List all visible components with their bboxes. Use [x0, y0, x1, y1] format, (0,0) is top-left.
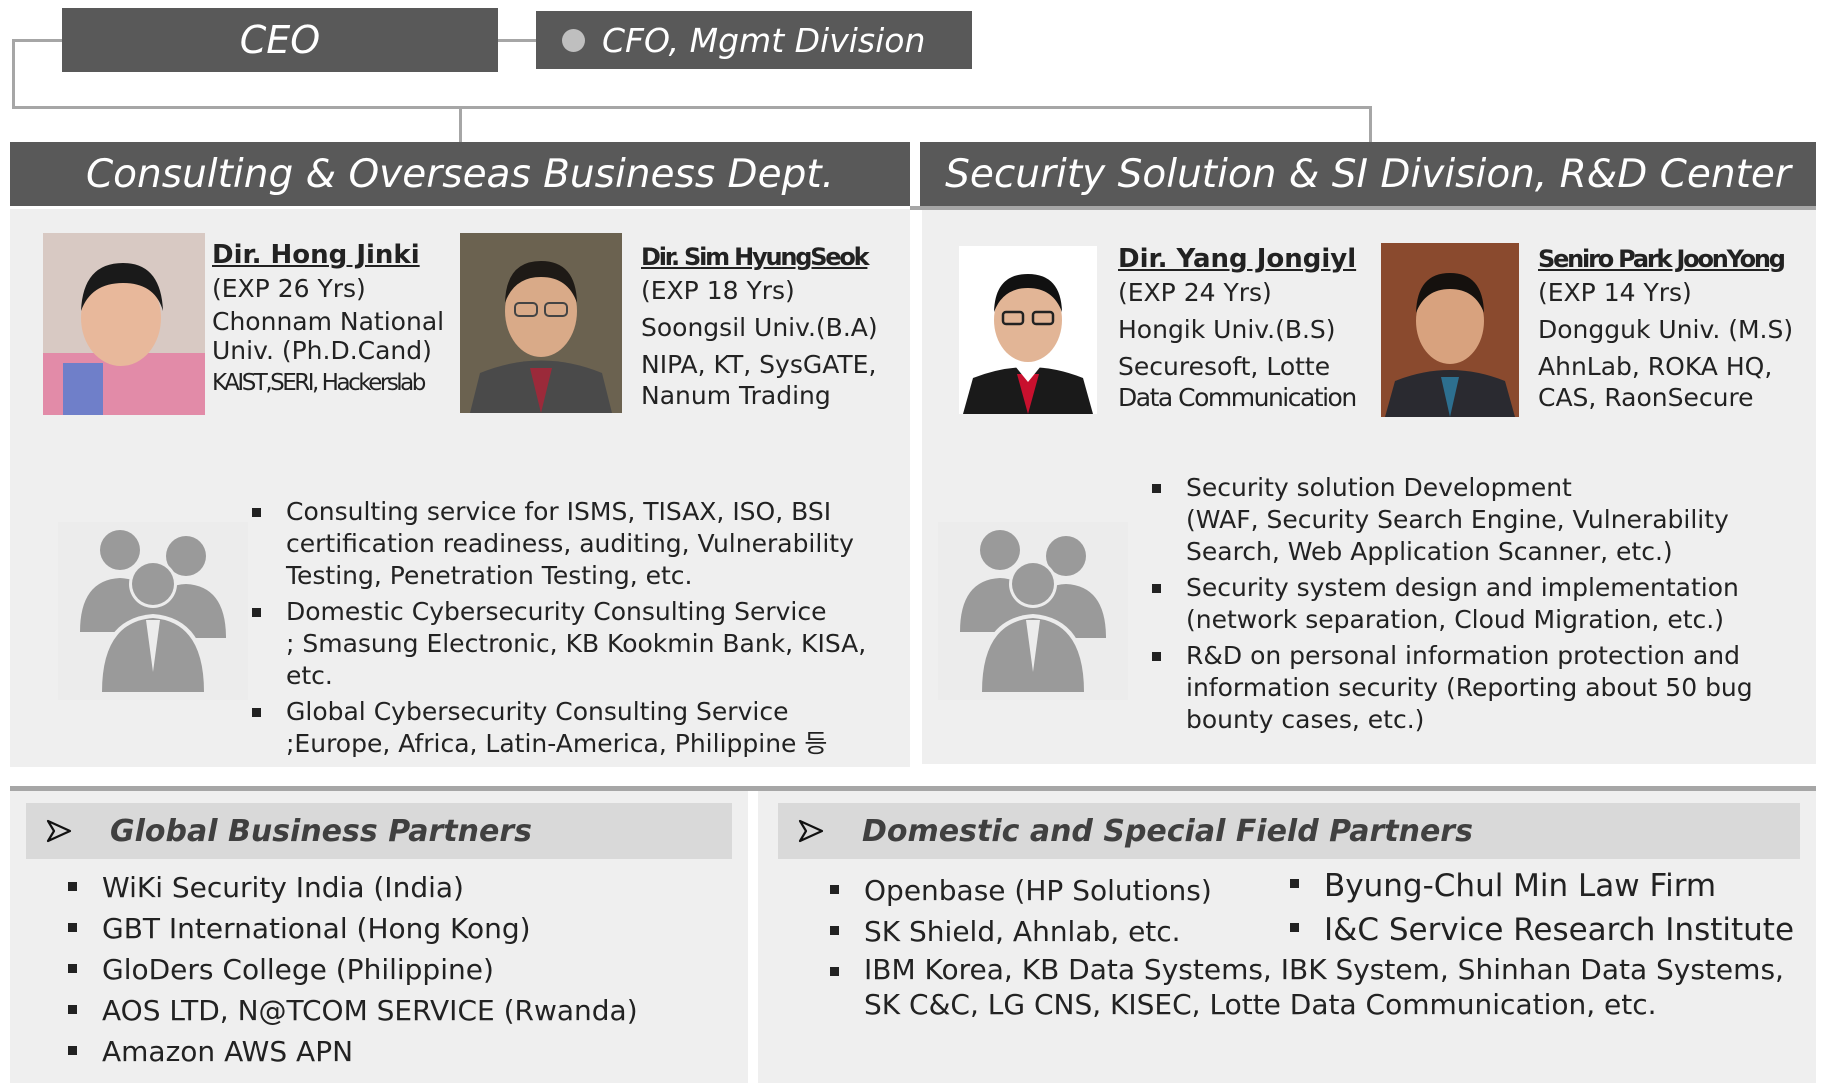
dept-header-consulting: Consulting & Overseas Business Dept.: [10, 142, 910, 206]
domestic-partners-wide: IBM Korea, KB Data Systems, IBK System, …: [828, 952, 1808, 1022]
person-detail: Hongik Univ.(B.S): [1118, 315, 1336, 344]
connector-ceo-left: [12, 39, 62, 42]
service-line: Domestic Cybersecurity Consulting Servic…: [286, 597, 827, 626]
partners-top-rule: [10, 786, 1816, 791]
person-card-yang-jongiyl: Dir. Yang Jongiyl (EXP 24 Yrs) Hongik Un…: [1118, 242, 1358, 415]
service-line: bounty cases, etc.): [1186, 705, 1425, 734]
domestic-partners-col2: Byung-Chul Min Law Firm I&C Service Rese…: [1288, 864, 1808, 952]
person-card-park-joonyong: Seniro Park JoonYong (EXP 14 Yrs) Donggu…: [1538, 242, 1808, 415]
connector-horizontal: [12, 106, 1372, 109]
services-list-security: Security solution Development (WAF, Secu…: [1150, 472, 1815, 740]
partner-line: SK C&C, LG CNS, KISEC, Lotte Data Commun…: [864, 988, 1657, 1021]
person-detail: (EXP 14 Yrs): [1538, 278, 1692, 307]
service-item: Domestic Cybersecurity Consulting Servic…: [250, 596, 910, 692]
person-name: Dir. Hong Jinki: [212, 240, 420, 270]
person-card-hong-jinki: Dir. Hong Jinki (EXP 26 Yrs) Chonnam Nat…: [212, 238, 452, 401]
service-line: Security solution Development: [1186, 473, 1572, 502]
arrow-bullet-icon: [46, 819, 72, 843]
cfo-label: CFO, Mgmt Division: [602, 20, 926, 60]
global-partners-list: WiKi Security India (India) GBT Internat…: [66, 867, 746, 1072]
service-item: Consulting service for ISMS, TISAX, ISO,…: [250, 496, 910, 592]
person-detail: (EXP 26 Yrs): [212, 274, 366, 303]
domestic-partners-col1: Openbase (HP Solutions) SK Shield, Ahnla…: [828, 870, 1268, 952]
photo-hong-jinki: [43, 233, 205, 415]
person-detail: AhnLab, ROKA HQ,: [1538, 352, 1773, 381]
dept-title-security: Security Solution & SI Division, R&D Cen…: [945, 151, 1791, 197]
service-line: Testing, Penetration Testing, etc.: [286, 561, 693, 590]
partner-item: SK Shield, Ahnlab, etc.: [828, 911, 1268, 952]
connector-dot-overlay: [562, 29, 585, 52]
dept-header-security: Security Solution & SI Division, R&D Cen…: [920, 142, 1816, 206]
service-line: Security system design and implementatio…: [1186, 573, 1739, 602]
service-line: (WAF, Security Search Engine, Vulnerabil…: [1186, 505, 1729, 534]
person-name: Seniro Park JoonYong: [1538, 245, 1786, 273]
photo-sim-hyungseok: [460, 233, 622, 413]
service-item: Security solution Development (WAF, Secu…: [1150, 472, 1815, 568]
domestic-partners-header: Domestic and Special Field Partners: [778, 803, 1800, 859]
person-detail: Chonnam National: [212, 307, 445, 336]
partner-item: GloDers College (Philippine): [66, 949, 746, 990]
service-line: (network separation, Cloud Migration, et…: [1186, 605, 1724, 634]
partner-item: Openbase (HP Solutions): [828, 870, 1268, 911]
arrow-bullet-icon: [798, 819, 824, 843]
service-line: information security (Reporting about 50…: [1186, 673, 1753, 702]
person-detail: Soongsil Univ.(B.A): [641, 313, 878, 342]
person-name: Dir. Yang Jongiyl: [1118, 244, 1357, 274]
partner-item: Amazon AWS APN: [66, 1031, 746, 1072]
global-partners-header: Global Business Partners: [26, 803, 732, 859]
partner-item: WiKi Security India (India): [66, 867, 746, 908]
photo-yang-jongiyl: [959, 246, 1097, 414]
partner-item: IBM Korea, KB Data Systems, IBK System, …: [828, 952, 1808, 1022]
cfo-box: CFO, Mgmt Division: [536, 11, 972, 69]
person-card-sim-hyungseok: Dir. Sim HyungSeok (EXP 18 Yrs) Soongsil…: [641, 240, 891, 413]
service-item: Global Cybersecurity Consulting Service …: [250, 696, 910, 760]
service-line: R&D on personal information protection a…: [1186, 641, 1740, 670]
person-detail: Dongguk Univ. (M.S): [1538, 315, 1794, 344]
connector-drop-right: [1369, 106, 1372, 142]
person-name: Dir. Sim HyungSeok: [641, 243, 870, 271]
services-list-consulting: Consulting service for ISMS, TISAX, ISO,…: [250, 496, 910, 764]
person-detail: Data Communication: [1118, 383, 1357, 412]
partner-line: IBM Korea, KB Data Systems, IBK System, …: [864, 953, 1784, 986]
ceo-box: CEO: [62, 8, 498, 72]
person-detail: (EXP 24 Yrs): [1118, 278, 1272, 307]
person-detail: Univ. (Ph.D.Cand): [212, 336, 432, 365]
service-line: ; Smasung Electronic, KB Kookmin Bank, K…: [286, 629, 867, 690]
person-detail: NIPA, KT, SysGATE,: [641, 350, 877, 379]
person-detail: Securesoft, Lotte: [1118, 352, 1331, 381]
person-detail: (EXP 18 Yrs): [641, 276, 795, 305]
person-detail: CAS, RaonSecure: [1538, 383, 1754, 412]
team-group-icon: [938, 522, 1128, 700]
partner-item: GBT International (Hong Kong): [66, 908, 746, 949]
photo-park-joonyong: [1381, 243, 1519, 417]
ceo-label: CEO: [239, 18, 321, 62]
dept-title-consulting: Consulting & Overseas Business Dept.: [85, 151, 835, 197]
partner-item: AOS LTD, N@TCOM SERVICE (Rwanda): [66, 990, 746, 1031]
connector-left-vertical: [12, 39, 15, 109]
connector-drop-left: [459, 106, 462, 142]
person-detail: Nanum Trading: [641, 381, 831, 410]
dept-underline: [910, 206, 1816, 210]
team-group-icon: [58, 522, 248, 700]
partner-item: I&C Service Research Institute: [1288, 908, 1808, 952]
partner-item: Byung-Chul Min Law Firm: [1288, 864, 1808, 908]
service-item: Security system design and implementatio…: [1150, 572, 1815, 636]
service-line: Consulting service for ISMS, TISAX, ISO,…: [286, 497, 832, 526]
domestic-partners-title: Domestic and Special Field Partners: [862, 813, 1473, 849]
global-partners-title: Global Business Partners: [110, 813, 532, 849]
service-item: R&D on personal information protection a…: [1150, 640, 1815, 736]
person-detail: KAIST,SERI, Hackerslab: [212, 370, 426, 396]
service-line: certification readiness, auditing, Vulne…: [286, 529, 854, 558]
service-line: ;Europe, Africa, Latin-America, Philippi…: [286, 729, 828, 758]
service-line: Global Cybersecurity Consulting Service: [286, 697, 789, 726]
service-line: Search, Web Application Scanner, etc.): [1186, 537, 1673, 566]
